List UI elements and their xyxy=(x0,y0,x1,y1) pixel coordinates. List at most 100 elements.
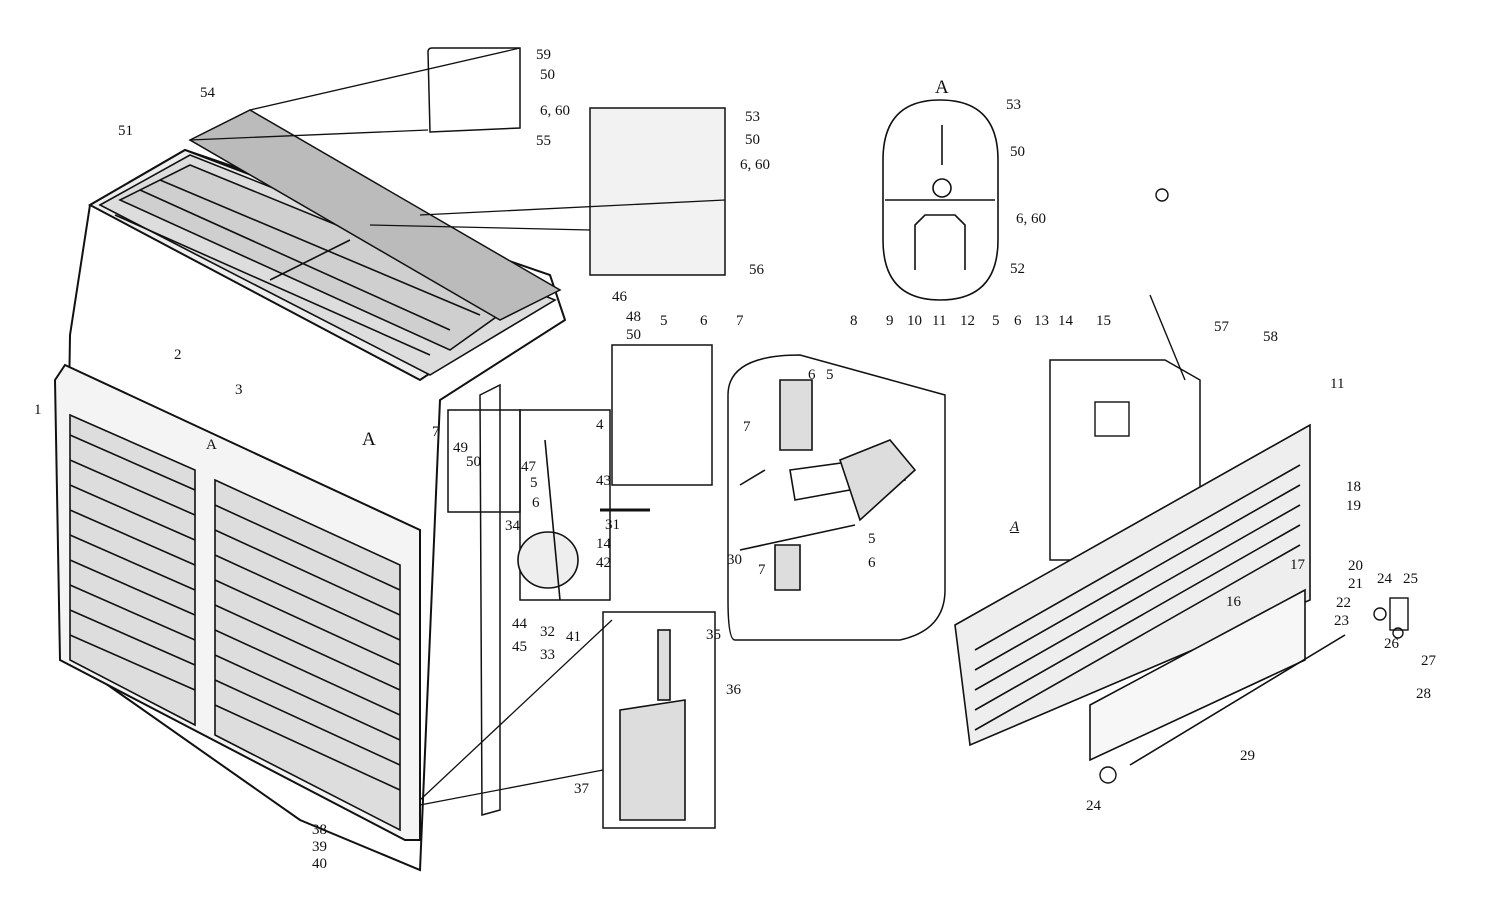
callout-4: 4 xyxy=(596,417,604,433)
callout-A-small: A xyxy=(206,437,217,453)
callout-16: 16 xyxy=(1226,594,1241,610)
callout-5: 5 xyxy=(530,475,538,491)
callout-50: 50 xyxy=(745,132,760,148)
callout-6: 6 xyxy=(868,555,876,571)
callout-11: 11 xyxy=(1330,376,1345,392)
detail-clevis-1 xyxy=(611,344,713,486)
callout-11: 11 xyxy=(932,313,947,329)
callout-51: 51 xyxy=(118,123,133,139)
callout-33: 33 xyxy=(540,647,555,663)
callout-19: 19 xyxy=(1346,498,1361,514)
top-grating xyxy=(98,154,557,376)
callout-23: 23 xyxy=(1334,613,1349,629)
callout-A-detail-title: A xyxy=(935,77,949,98)
callout-36: 36 xyxy=(726,682,741,698)
callout-5: 5 xyxy=(660,313,668,329)
callout-41: 41 xyxy=(566,629,581,645)
detail-A-oval xyxy=(882,99,999,301)
callout-42: 42 xyxy=(596,555,611,571)
callout-6: 6 xyxy=(808,367,816,383)
detail-shutter-latch xyxy=(1049,359,1201,561)
detail-rod-box xyxy=(519,409,611,601)
callout-14: 14 xyxy=(1058,313,1073,329)
fasteners xyxy=(1094,188,1409,784)
callout-6-60: 6, 60 xyxy=(1016,211,1046,227)
callout-8: 8 xyxy=(850,313,858,329)
callout-5: 5 xyxy=(868,531,876,547)
callout-21: 21 xyxy=(1348,576,1363,592)
callout-35: 35 xyxy=(706,627,721,643)
crank-rod xyxy=(517,439,650,601)
callout-24: 24 xyxy=(1086,798,1101,814)
callout-12: 12 xyxy=(960,313,975,329)
callout-7: 7 xyxy=(736,313,744,329)
callout-47: 47 xyxy=(521,459,536,475)
callout-6-60: 6, 60 xyxy=(740,157,770,173)
callout-39: 39 xyxy=(312,839,327,855)
callout-24: 24 xyxy=(1377,571,1392,587)
callout-27: 27 xyxy=(1421,653,1436,669)
callout-40: 40 xyxy=(312,856,327,872)
callout-6: 6 xyxy=(700,313,708,329)
callout-18: 18 xyxy=(1346,479,1361,495)
callout-6: 6 xyxy=(1014,313,1022,329)
right-louvers xyxy=(214,478,401,832)
linkage-parts xyxy=(739,379,917,591)
callout-50: 50 xyxy=(626,327,641,343)
callout-28: 28 xyxy=(1416,686,1431,702)
callout-45: 45 xyxy=(512,639,527,655)
callout-5: 5 xyxy=(826,367,834,383)
callout-50: 50 xyxy=(466,454,481,470)
pin-and-hinge xyxy=(619,629,686,821)
callout-15: 15 xyxy=(1096,313,1111,329)
callout-53: 53 xyxy=(1006,97,1021,113)
callout-6: 6 xyxy=(532,495,540,511)
callout-50: 50 xyxy=(1010,144,1025,160)
callout-25: 25 xyxy=(1403,571,1418,587)
grating-strip xyxy=(188,109,562,321)
callout-34: 34 xyxy=(505,518,520,534)
callout-7: 7 xyxy=(432,424,440,440)
callout-56: 56 xyxy=(749,262,764,278)
callout-2: 2 xyxy=(174,347,182,363)
detail-hinge-bracket xyxy=(447,409,521,513)
detail-linkage xyxy=(727,354,946,641)
side-post xyxy=(479,383,501,816)
callout-32: 32 xyxy=(540,624,555,640)
callout-59: 59 xyxy=(536,47,551,63)
callout-57: 57 xyxy=(1214,319,1229,335)
callout-49: 49 xyxy=(453,440,468,456)
callout-37: 37 xyxy=(574,781,589,797)
callout-20: 20 xyxy=(1348,558,1363,574)
callout-22: 22 xyxy=(1336,595,1351,611)
callout-14: 14 xyxy=(596,536,611,552)
callout-13: 13 xyxy=(1034,313,1049,329)
callout-5: 5 xyxy=(992,313,1000,329)
callout-A-exploded: A xyxy=(1010,519,1020,535)
callout-3: 3 xyxy=(235,382,243,398)
left-louvers xyxy=(69,413,196,727)
callout-7: 7 xyxy=(743,419,751,435)
callout-43: 43 xyxy=(596,473,611,489)
callout-1: 1 xyxy=(34,402,42,418)
callout-38: 38 xyxy=(312,822,327,838)
callout-53: 53 xyxy=(745,109,760,125)
callout-46: 46 xyxy=(612,289,627,305)
detail-pin-hinge xyxy=(602,611,716,829)
callout-30: 30 xyxy=(727,552,742,568)
callout-50: 50 xyxy=(540,67,555,83)
detail-top-1 xyxy=(427,47,521,133)
detail-top-2 xyxy=(589,107,726,276)
detail-A-parts xyxy=(885,125,995,270)
callout-7: 7 xyxy=(758,562,766,578)
exploded-shutter xyxy=(954,423,1346,766)
callout-9: 9 xyxy=(886,313,894,329)
callout-58: 58 xyxy=(1263,329,1278,345)
callout-6-60: 6, 60 xyxy=(540,103,570,119)
callout-48: 48 xyxy=(626,309,641,325)
callout-54: 54 xyxy=(200,85,215,101)
callout-10: 10 xyxy=(907,313,922,329)
callout-52: 52 xyxy=(1010,261,1025,277)
